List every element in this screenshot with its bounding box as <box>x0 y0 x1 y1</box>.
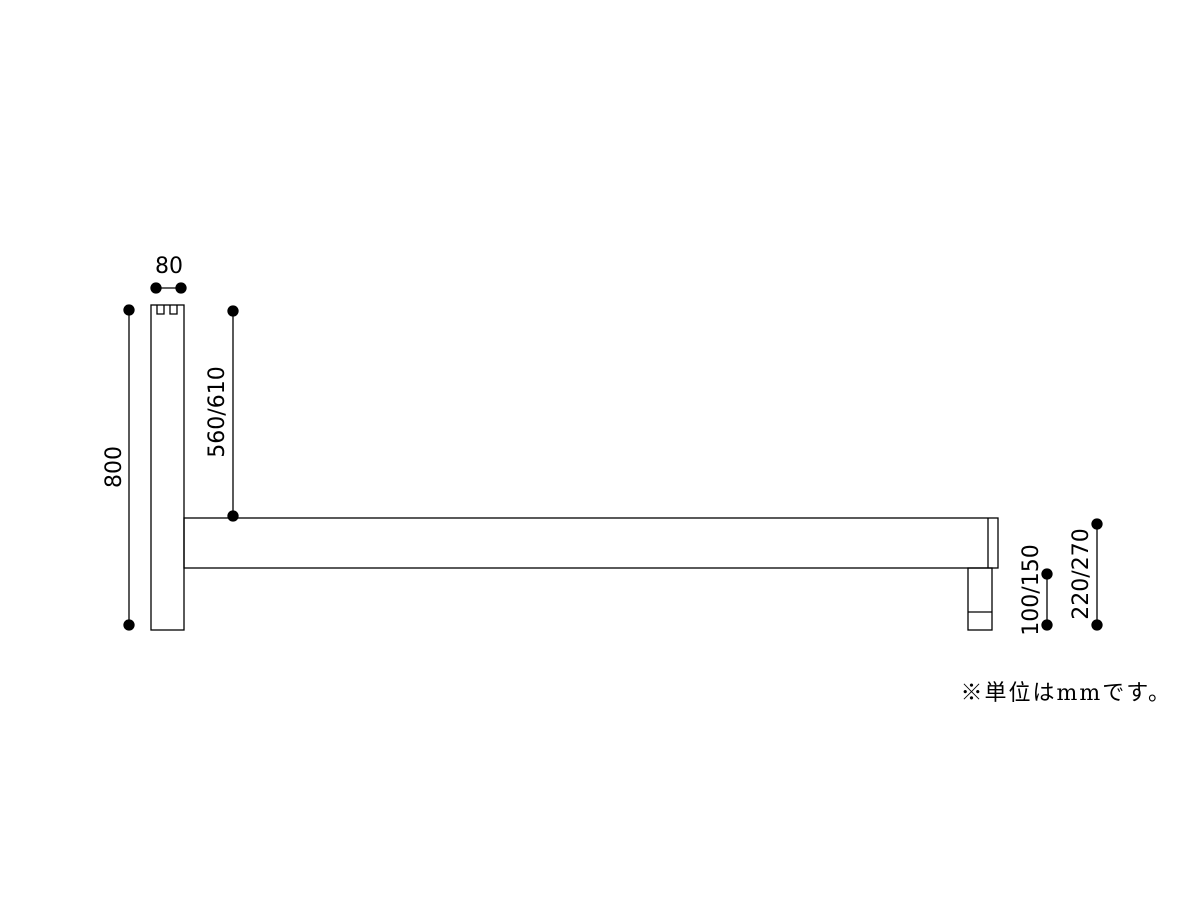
label-800: 800 <box>102 446 127 488</box>
headboard <box>150 304 185 631</box>
dimension-560-610 <box>227 305 239 522</box>
leg <box>967 567 993 631</box>
headboard-notches <box>156 305 178 315</box>
dimension-220-270 <box>1091 518 1103 631</box>
dimension-100-150 <box>1041 568 1053 631</box>
side-frame <box>183 517 999 569</box>
dimension-800 <box>123 304 135 631</box>
label-220-270: 220/270 <box>1069 528 1094 619</box>
dimension-80 <box>150 282 187 294</box>
label-80: 80 <box>155 254 183 279</box>
label-560-610: 560/610 <box>205 366 230 457</box>
unit-note: ※単位はmmです。 <box>960 681 1172 706</box>
label-100-150: 100/150 <box>1019 544 1044 635</box>
